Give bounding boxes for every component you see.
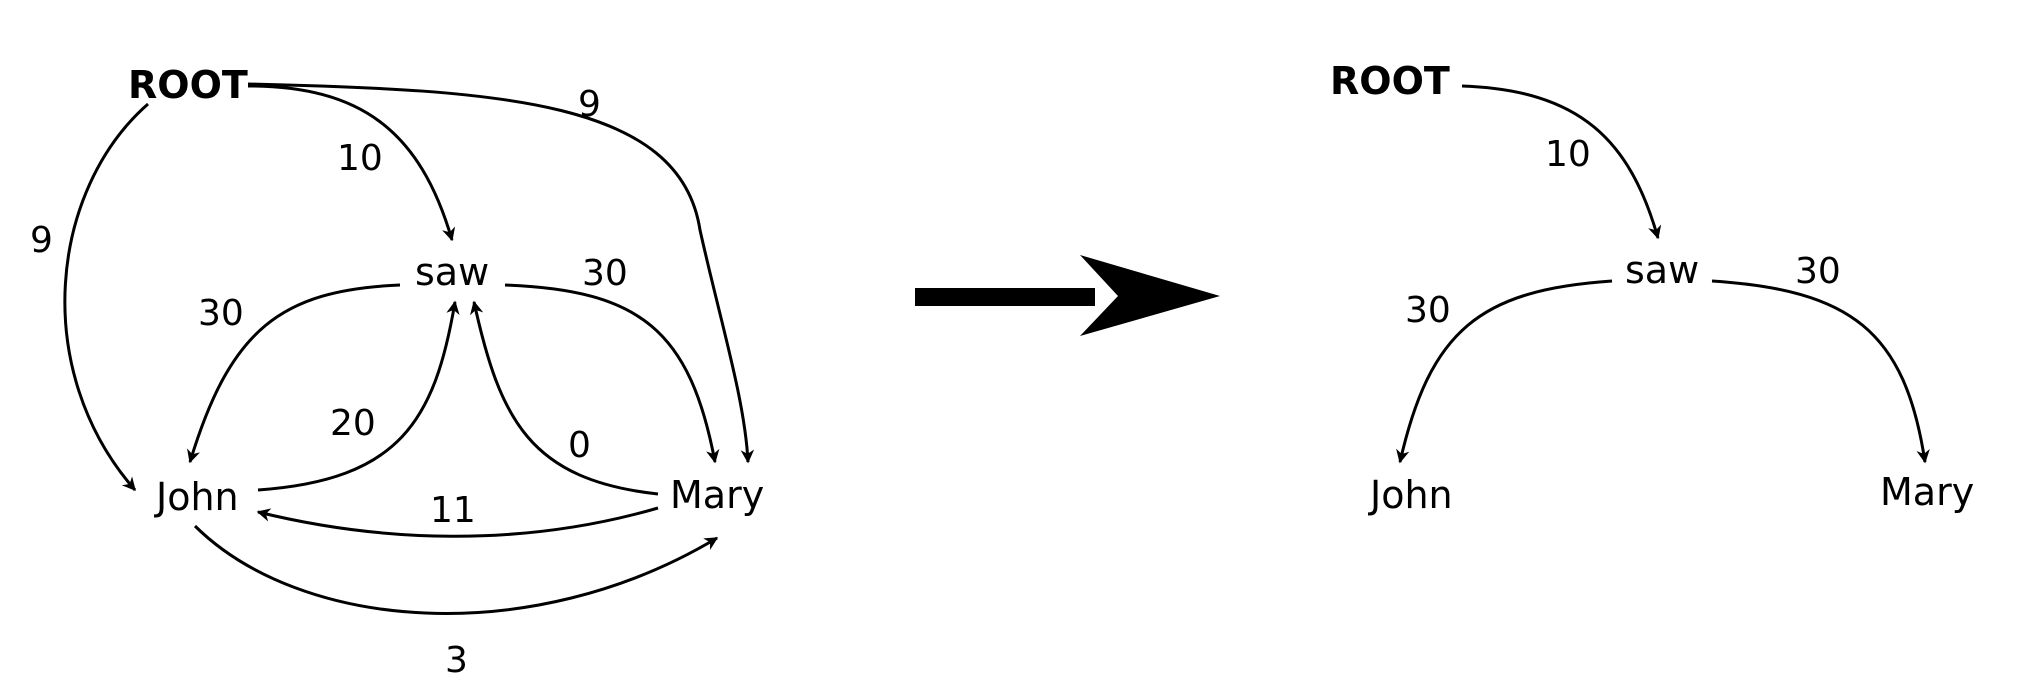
right-weight-saw-john: 30 — [1405, 290, 1451, 331]
left-edge-john-saw — [257, 300, 460, 492]
right-arrow-icon — [915, 255, 1220, 336]
right-edge-saw-john — [1396, 279, 1613, 464]
left-weight-mary-saw: 0 — [568, 425, 591, 466]
left-node-root: ROOT — [128, 63, 248, 107]
left-weight-mary-john: 11 — [430, 490, 476, 531]
right-node-root: ROOT — [1330, 59, 1450, 103]
left-weight-root-john: 9 — [30, 220, 53, 261]
right-edge-root-saw — [1461, 84, 1662, 240]
left-weight-john-mary: 3 — [445, 640, 468, 681]
left-weight-saw-mary: 30 — [582, 253, 628, 294]
left-edge-saw-john — [187, 283, 401, 464]
left-weight-saw-john: 30 — [198, 293, 244, 334]
left-edge-john-mary — [193, 524, 719, 615]
right-weight-saw-mary: 30 — [1795, 251, 1841, 292]
left-edge-mary-john — [256, 506, 659, 538]
left-edge-mary-saw — [470, 300, 659, 496]
left-node-john: John — [154, 475, 239, 519]
right-weight-root-saw: 10 — [1545, 134, 1591, 175]
left-edge-saw-mary — [504, 283, 720, 464]
left-weight-root-mary: 9 — [578, 84, 601, 125]
left-edge-root-saw — [247, 84, 456, 242]
left-graph: ROOT saw John Mary 9 10 9 30 30 20 0 11 … — [30, 63, 764, 681]
left-edge-root-john — [63, 102, 149, 492]
left-edge-root-mary — [247, 82, 755, 464]
left-node-mary: Mary — [670, 473, 764, 517]
right-edge-saw-mary — [1711, 279, 1930, 464]
right-graph: ROOT saw John Mary 10 30 30 — [1330, 59, 1974, 517]
left-weight-john-saw: 20 — [330, 403, 376, 444]
right-node-mary: Mary — [1880, 470, 1974, 514]
right-node-saw: saw — [1625, 248, 1699, 292]
right-node-john: John — [1368, 473, 1453, 517]
left-weight-root-saw: 10 — [337, 138, 383, 179]
left-node-saw: saw — [415, 250, 489, 294]
